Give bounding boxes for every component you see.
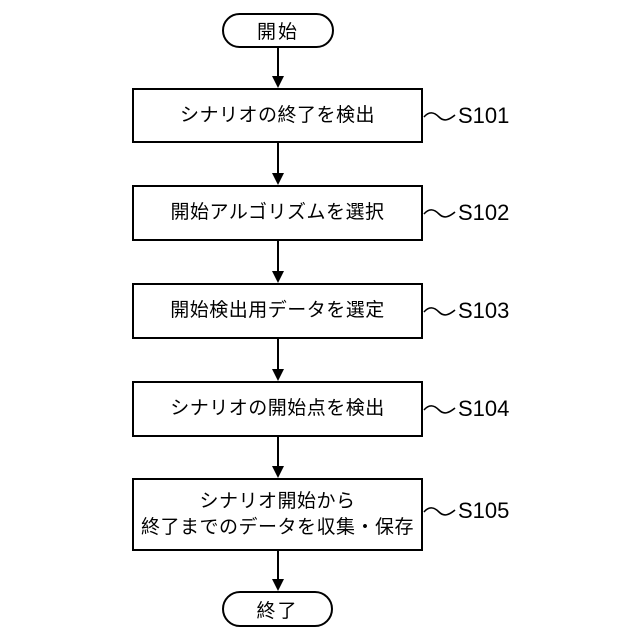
process-text: シナリオの開始点を検出 xyxy=(170,398,385,419)
arrow-head-icon xyxy=(272,579,284,591)
leader-squiggle-icon xyxy=(423,209,456,218)
leader-squiggle-icon xyxy=(423,112,456,121)
step-ref-text: S104 xyxy=(458,396,510,421)
flow-arrow xyxy=(272,48,284,88)
step-label-s103: S103 xyxy=(423,298,510,323)
arrow-shaft xyxy=(277,339,279,369)
end-terminal-label: 終了 xyxy=(256,600,299,622)
arrow-shaft xyxy=(277,551,279,579)
process-text: 開始検出用データを選定 xyxy=(170,300,385,321)
arrow-shaft xyxy=(277,143,279,173)
leader-squiggle-icon xyxy=(423,405,456,414)
start-terminal-label: 開始 xyxy=(256,22,299,43)
process-text: シナリオ開始から xyxy=(199,490,356,512)
process-box-s105: シナリオ開始から 終了までのデータを収集・保存 xyxy=(132,478,423,551)
arrow-head-icon xyxy=(272,369,284,381)
step-label-s104: S104 xyxy=(423,396,510,421)
step-ref-text: S103 xyxy=(458,298,510,323)
leader-squiggle-icon xyxy=(423,507,456,516)
process-text: シナリオの終了を検出 xyxy=(179,104,375,126)
arrow-shaft xyxy=(277,437,279,466)
step-ref-text: S101 xyxy=(458,103,510,128)
step-label-s101: S101 xyxy=(423,103,510,128)
step-ref-text: S102 xyxy=(458,200,510,225)
process-box-s101: シナリオの終了を検出 xyxy=(132,88,423,143)
process-box-s103: 開始検出用データを選定 xyxy=(132,283,423,339)
arrow-shaft xyxy=(277,48,279,76)
process-text: 開始アルゴリズムを選択 xyxy=(170,202,385,223)
process-box-s102: 開始アルゴリズムを選択 xyxy=(132,185,423,241)
step-ref-text: S105 xyxy=(458,498,510,523)
step-label-s105: S105 xyxy=(423,498,510,523)
flow-arrow xyxy=(272,143,284,185)
arrow-head-icon xyxy=(272,271,284,283)
process-text: 終了までのデータを収集・保存 xyxy=(140,516,414,538)
flow-arrow xyxy=(272,339,284,381)
flow-arrow xyxy=(272,437,284,478)
arrow-head-icon xyxy=(272,466,284,478)
process-box-s104: シナリオの開始点を検出 xyxy=(132,381,423,437)
end-terminal: 終了 xyxy=(222,591,333,627)
arrow-head-icon xyxy=(272,76,284,88)
arrow-head-icon xyxy=(272,173,284,185)
leader-squiggle-icon xyxy=(423,307,456,316)
arrow-shaft xyxy=(277,241,279,271)
flow-arrow xyxy=(272,551,284,591)
step-label-s102: S102 xyxy=(423,200,510,225)
flow-arrow xyxy=(272,241,284,283)
start-terminal: 開始 xyxy=(222,13,334,48)
